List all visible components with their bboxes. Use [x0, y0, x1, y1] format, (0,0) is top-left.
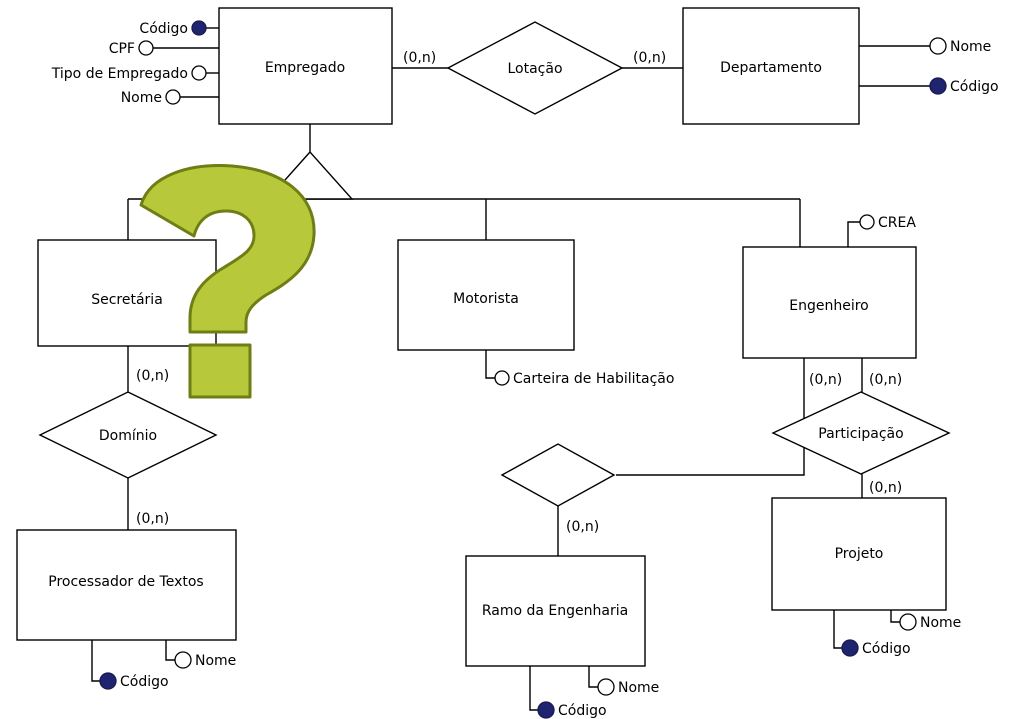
- attribute-projeto-nome[interactable]: Nome: [899, 613, 961, 631]
- question-mark-icon: [139, 164, 316, 399]
- entity-engenheiro[interactable]: Engenheiro: [742, 246, 917, 359]
- entity-processador-de-textos[interactable]: Processador de Textos: [16, 529, 237, 641]
- attribute-departamento-nome[interactable]: Nome: [929, 37, 991, 55]
- attribute-label: Tipo de Empregado: [51, 66, 188, 82]
- attribute-label: Nome: [920, 615, 961, 631]
- attribute-icon: [859, 214, 875, 230]
- entity-label: Secretária: [91, 292, 163, 308]
- attribute-icon: [929, 37, 947, 55]
- relationship-diamond: [771, 391, 951, 475]
- relationship-diamond: [38, 391, 218, 479]
- entity-empregado[interactable]: Empregado: [218, 7, 393, 125]
- relationship-dominio[interactable]: Domínio: [38, 391, 218, 479]
- relationship-diamond: [500, 443, 616, 507]
- attr-line-projeto-codigo: [833, 610, 842, 649]
- attr-line-motorista-carteira: [485, 350, 495, 379]
- entity-label: Projeto: [835, 546, 884, 562]
- entity-box: [771, 497, 947, 611]
- attribute-label: Código: [950, 79, 999, 95]
- key-attribute-icon: [841, 639, 859, 657]
- attribute-ramo-nome[interactable]: Nome: [597, 678, 659, 696]
- entity-box: [465, 555, 646, 667]
- cardinality-participacao-projeto: (0,n): [869, 480, 902, 496]
- attribute-label: Código: [120, 674, 169, 690]
- attribute-ramo-codigo[interactable]: Código: [537, 701, 607, 719]
- attr-line-engenheiro-crea: [847, 221, 860, 247]
- entity-box: [16, 529, 237, 641]
- cardinality-engenheiro-ramo: (0,n): [809, 372, 842, 388]
- attribute-icon: [494, 370, 510, 386]
- entity-box: [37, 239, 217, 347]
- key-attribute-icon: [99, 672, 117, 690]
- relationship-unnamed[interactable]: [500, 443, 616, 507]
- attribute-icon: [174, 651, 192, 669]
- attribute-label: Nome: [121, 90, 162, 106]
- cardinality-ramo-relation: (0,n): [566, 519, 599, 535]
- attribute-label: Código: [558, 703, 607, 719]
- attribute-processador-codigo[interactable]: Código: [99, 672, 169, 690]
- entity-label: Ramo da Engenharia: [482, 603, 628, 619]
- entity-projeto[interactable]: Projeto: [771, 497, 947, 611]
- cardinality-engenheiro-participacao: (0,n): [869, 372, 902, 388]
- attribute-label: Código: [862, 641, 911, 657]
- entity-label: Processador de Textos: [48, 574, 203, 590]
- entity-ramo-da-engenharia[interactable]: Ramo da Engenharia: [465, 555, 646, 667]
- key-attribute-icon: [929, 77, 947, 95]
- attr-line-projeto-nome: [890, 610, 900, 623]
- cardinalities: (0,n) (0,n) (0,n) (0,n) (0,n) (0,n) (0,n…: [136, 50, 902, 535]
- entity-label: Empregado: [265, 60, 345, 76]
- entity-box: [218, 7, 393, 125]
- attribute-empregado-cpf[interactable]: CPF: [109, 40, 154, 57]
- attribute-label: Nome: [618, 680, 659, 696]
- entity-label: Motorista: [453, 291, 519, 307]
- attribute-icon: [165, 89, 181, 105]
- relationship-participacao[interactable]: Participação: [771, 391, 951, 475]
- cardinality-empregado-lotacao: (0,n): [403, 50, 436, 66]
- entity-motorista[interactable]: Motorista: [397, 239, 575, 351]
- relationship-label: Domínio: [99, 428, 157, 444]
- attr-line-processador-nome: [165, 640, 175, 661]
- attribute-motorista-carteira[interactable]: Carteira de Habilitação: [494, 370, 674, 387]
- attribute-departamento-codigo[interactable]: Código: [929, 77, 999, 95]
- cardinality-secretaria-dominio: (0,n): [136, 368, 169, 384]
- entity-box: [682, 7, 860, 125]
- attribute-icon: [138, 40, 154, 56]
- attr-line-processador-codigo: [91, 640, 100, 682]
- attribute-empregado-codigo[interactable]: Código: [139, 20, 207, 37]
- entity-secretaria[interactable]: Secretária: [37, 239, 217, 347]
- attribute-processador-nome[interactable]: Nome: [174, 651, 236, 669]
- cardinality-dominio-processador: (0,n): [136, 511, 169, 527]
- relationship-label: Participação: [818, 426, 903, 442]
- attr-line-ramo-codigo: [529, 666, 538, 711]
- attribute-label: CPF: [109, 41, 135, 57]
- entity-label: Departamento: [720, 60, 822, 76]
- entity-departamento[interactable]: Departamento: [682, 7, 860, 125]
- relationship-diamond: [446, 21, 624, 115]
- attribute-label: Nome: [950, 39, 991, 55]
- cardinality-lotacao-departamento: (0,n): [633, 50, 666, 66]
- attr-line-ramo-nome: [588, 666, 598, 688]
- attribute-icon: [597, 678, 615, 696]
- entity-box: [742, 246, 917, 359]
- attribute-label: CREA: [878, 215, 916, 231]
- attribute-engenheiro-crea[interactable]: CREA: [859, 214, 916, 231]
- attribute-label: Código: [139, 21, 188, 37]
- attribute-empregado-nome[interactable]: Nome: [121, 89, 181, 106]
- relationship-lotacao[interactable]: Lotação: [446, 21, 624, 115]
- entity-label: Engenheiro: [789, 298, 868, 314]
- attribute-icon: [899, 613, 917, 631]
- key-attribute-icon: [191, 20, 207, 36]
- attribute-projeto-codigo[interactable]: Código: [841, 639, 911, 657]
- attribute-label: Carteira de Habilitação: [513, 371, 674, 387]
- connector-engenheiro-unnamed: [616, 358, 805, 476]
- key-attribute-icon: [537, 701, 555, 719]
- attribute-empregado-tipo[interactable]: Tipo de Empregado: [51, 65, 207, 82]
- relationship-label: Lotação: [507, 61, 562, 77]
- attribute-icon: [191, 65, 207, 81]
- attribute-label: Nome: [195, 653, 236, 669]
- entity-box: [397, 239, 575, 351]
